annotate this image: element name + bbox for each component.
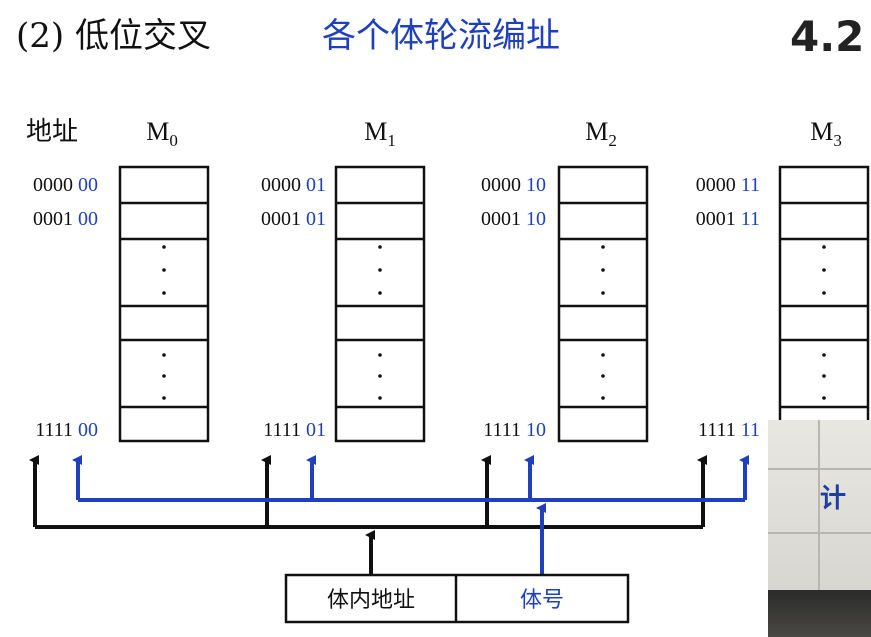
cell-address: 1111 10 (483, 419, 546, 441)
ellipsis-dot (822, 245, 826, 249)
cell-address: 0000 01 (261, 174, 326, 196)
ellipsis-dot (822, 291, 826, 295)
bank-block (334, 165, 426, 443)
ellipsis-dot (162, 374, 166, 378)
ellipsis-dot (162, 353, 166, 357)
video-tile-line (768, 468, 871, 470)
slide-subtitle: 各个体轮流编址 (322, 16, 560, 56)
ellipsis-dot (822, 396, 826, 400)
address-column-header: 地址 (26, 117, 78, 147)
slide-title: (2) 低位交叉 (16, 16, 211, 56)
ellipsis-dot (162, 268, 166, 272)
ellipsis-dot (601, 374, 605, 378)
memory-bank-0: M0 0000 00 0001 00 1111 00 (33, 117, 210, 443)
cell-address: 0000 00 (33, 174, 98, 196)
ellipsis-dot (378, 374, 382, 378)
ellipsis-dot (378, 268, 382, 272)
ellipsis-dot (822, 268, 826, 272)
ellipsis-dot (601, 291, 605, 295)
cell-address: 0000 10 (481, 174, 546, 196)
ellipsis-dot (378, 396, 382, 400)
memory-banks: M0 0000 00 0001 00 1111 00 M1 0000 01 0001 01 1… (33, 117, 870, 443)
bank-block (118, 165, 210, 443)
bank-block (778, 165, 870, 443)
cell-address: 0001 00 (33, 208, 98, 230)
ellipsis-dot (822, 374, 826, 378)
ellipsis-dot (378, 353, 382, 357)
cell-address: 0000 11 (696, 174, 760, 196)
inner-address-field: 体内地址 (327, 588, 415, 613)
bank-label: M3 (810, 117, 842, 150)
bank-label: M2 (585, 117, 617, 150)
presenter-video-overlay: 计 (768, 420, 871, 637)
section-number: 4.2 (790, 12, 865, 61)
ellipsis-dot (822, 353, 826, 357)
video-sign-text: 计 (820, 484, 847, 514)
ellipsis-dot (162, 291, 166, 295)
video-tile-line (818, 420, 820, 590)
cell-address: 1111 01 (263, 419, 326, 441)
ellipsis-dot (378, 245, 382, 249)
cell-address: 0001 10 (481, 208, 546, 230)
ellipsis-dot (601, 353, 605, 357)
ellipsis-dot (601, 245, 605, 249)
ellipsis-dot (162, 245, 166, 249)
bank-block (557, 165, 649, 443)
memory-bank-2: M2 0000 10 0001 10 1111 10 (481, 117, 649, 443)
ellipsis-dot (162, 396, 166, 400)
video-tile-line (768, 532, 871, 534)
bank-label: M1 (364, 117, 396, 150)
cell-address: 1111 11 (698, 419, 760, 441)
cell-address: 0001 01 (261, 208, 326, 230)
ellipsis-dot (378, 291, 382, 295)
memory-bank-3: M3 0000 11 0001 11 1111 11 (696, 117, 870, 443)
memory-bank-1: M1 0000 01 0001 01 1111 01 (261, 117, 426, 443)
cell-address: 0001 11 (696, 208, 760, 230)
video-floor (768, 590, 871, 637)
address-register: 体内地址 体号 (284, 573, 630, 624)
bank-number-field: 体号 (520, 588, 564, 613)
cell-address: 1111 00 (35, 419, 98, 441)
ellipsis-dot (601, 268, 605, 272)
ellipsis-dot (601, 396, 605, 400)
address-buses (29, 455, 749, 575)
bank-label: M0 (146, 117, 178, 150)
